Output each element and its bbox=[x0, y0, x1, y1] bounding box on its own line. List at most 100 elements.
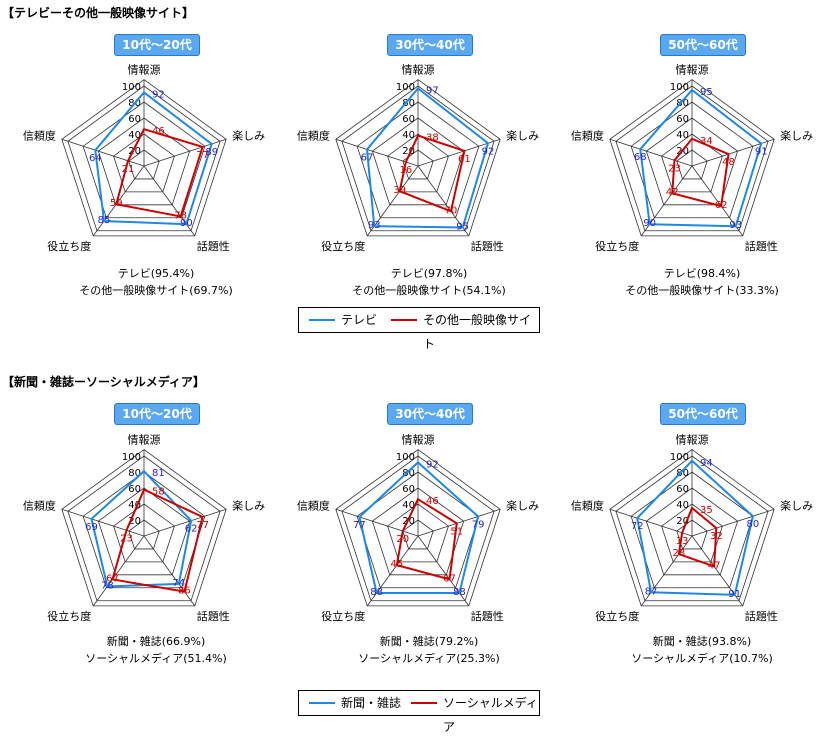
axis-label: 楽しみ bbox=[780, 129, 813, 142]
data-label: 74 bbox=[172, 578, 185, 589]
axis-label: 情報源 bbox=[128, 63, 161, 77]
axis-spoke bbox=[417, 138, 501, 167]
grid-ring bbox=[113, 503, 175, 563]
chart-title-pill: 30代〜40代 bbox=[387, 403, 473, 425]
data-label: 64 bbox=[89, 153, 102, 164]
legend-label-series-b: その他一般映像サイト bbox=[423, 313, 532, 351]
axis-spoke bbox=[609, 508, 693, 537]
grid-ring bbox=[387, 133, 449, 193]
data-label: 70 bbox=[445, 205, 458, 216]
data-label: 45 bbox=[390, 559, 403, 570]
series-line bbox=[671, 137, 730, 208]
tick-label: 40 bbox=[128, 500, 141, 511]
data-label: 23 bbox=[668, 163, 681, 174]
radar-chart: 20406080100情報源楽しみ話題性役立ち度信頼度8162747869587… bbox=[23, 433, 265, 623]
tick-label: 20 bbox=[676, 516, 689, 527]
axis-label: 楽しみ bbox=[506, 129, 539, 142]
grid-ring bbox=[97, 487, 191, 576]
tick-label: 60 bbox=[676, 484, 689, 495]
tick-label: 100 bbox=[670, 82, 689, 93]
data-label: 67 bbox=[443, 573, 456, 584]
series-line bbox=[90, 469, 193, 588]
axis-label: 情報源 bbox=[128, 433, 161, 447]
radar-chart: 20406080100情報源楽しみ話題性役立ち度信頼度9289908564467… bbox=[23, 63, 265, 253]
grid-ring bbox=[402, 519, 434, 550]
tick-label: 40 bbox=[676, 130, 689, 141]
axis-spoke bbox=[691, 165, 744, 237]
caption-series-b: その他一般映像サイト(54.1%) bbox=[352, 284, 506, 297]
axis-label: 役立ち度 bbox=[47, 239, 91, 253]
grid-ring bbox=[128, 519, 160, 550]
axis-spoke bbox=[61, 508, 145, 537]
series-line bbox=[115, 127, 204, 218]
data-label: 89 bbox=[205, 147, 218, 158]
tick-label: 60 bbox=[128, 484, 141, 495]
series-line bbox=[94, 91, 213, 226]
grid-ring bbox=[371, 117, 465, 206]
data-label: 85 bbox=[98, 215, 111, 226]
axis-spoke bbox=[92, 165, 145, 237]
tick-label: 40 bbox=[402, 130, 415, 141]
grid-ring bbox=[645, 117, 739, 206]
caption-series-a: テレビ(97.8%) bbox=[390, 267, 468, 280]
data-label: 92 bbox=[426, 459, 439, 470]
caption-series-a: 新聞・雑誌(79.2%) bbox=[379, 635, 479, 648]
data-label: 21 bbox=[122, 164, 135, 175]
data-label: 67 bbox=[106, 573, 119, 584]
axis-label: 楽しみ bbox=[232, 129, 265, 142]
grid-ring bbox=[676, 519, 708, 550]
data-label: 58 bbox=[152, 487, 165, 498]
axis-label: 楽しみ bbox=[506, 499, 539, 512]
axis-label: 信頼度 bbox=[23, 498, 56, 512]
tick-label: 80 bbox=[402, 98, 415, 109]
grid-frame bbox=[335, 449, 501, 607]
grid-frame bbox=[609, 449, 775, 607]
section-title-print: 【新聞・雑誌ーソーシャルメディア】 bbox=[2, 375, 205, 389]
legend-label-series-a: テレビ bbox=[341, 313, 378, 327]
legend-swatch-series-a bbox=[309, 702, 335, 704]
grid-frame bbox=[61, 449, 227, 607]
data-label: 47 bbox=[708, 560, 721, 571]
data-label: 35 bbox=[700, 505, 713, 516]
caption-series-a: テレビ(98.4%) bbox=[663, 267, 741, 280]
axis-label: 話題性 bbox=[197, 239, 230, 253]
grid-ring bbox=[615, 85, 769, 232]
axis-label: 話題性 bbox=[745, 239, 778, 253]
tick-label: 100 bbox=[396, 452, 415, 463]
axis-spoke bbox=[335, 508, 419, 537]
legend-swatch-series-a bbox=[309, 319, 335, 321]
data-label: 13 bbox=[676, 536, 689, 547]
axis-label: 情報源 bbox=[676, 433, 709, 447]
caption-series-a: 新聞・雑誌(66.9%) bbox=[106, 635, 206, 648]
caption-series-b: その他一般映像サイト(33.3%) bbox=[625, 284, 779, 297]
data-label: 80 bbox=[747, 519, 760, 530]
grid-ring bbox=[356, 101, 480, 219]
data-label: 92 bbox=[482, 146, 495, 157]
chart-caption: 新聞・雑誌(66.9%) ソーシャルメディア(51.4%) bbox=[26, 633, 286, 667]
axis-label: 情報源 bbox=[402, 433, 435, 447]
axis-label: 話題性 bbox=[745, 609, 778, 623]
tick-label: 20 bbox=[128, 516, 141, 527]
data-label: 61 bbox=[458, 154, 471, 165]
series-line bbox=[395, 497, 458, 581]
data-label: 91 bbox=[755, 147, 768, 158]
axis-label: 話題性 bbox=[471, 609, 504, 623]
data-label: 88 bbox=[370, 587, 383, 598]
series-line bbox=[111, 488, 204, 593]
legend-print: 新聞・雑誌 ソーシャルメディア bbox=[298, 690, 540, 734]
grid-frame bbox=[609, 79, 775, 237]
tick-label: 20 bbox=[402, 146, 415, 157]
axis-spoke bbox=[417, 508, 501, 537]
chart-title-pill: 30代〜40代 bbox=[387, 34, 473, 56]
legend-swatch-series-b bbox=[391, 319, 417, 321]
radar-chart: 20406080100情報源楽しみ話題性役立ち度信頼度9792959367386… bbox=[297, 63, 539, 253]
grid-ring bbox=[67, 85, 221, 232]
tick-label: 100 bbox=[122, 82, 141, 93]
series-line bbox=[639, 88, 763, 228]
data-label: 90 bbox=[180, 218, 193, 229]
chart-caption: テレビ(95.4%) その他一般映像サイト(69.7%) bbox=[26, 265, 286, 299]
data-label: 97 bbox=[426, 85, 439, 96]
data-label: 69 bbox=[85, 522, 98, 533]
chart-caption: テレビ(97.8%) その他一般映像サイト(54.1%) bbox=[299, 265, 559, 299]
legend-swatch-series-b bbox=[411, 702, 437, 704]
